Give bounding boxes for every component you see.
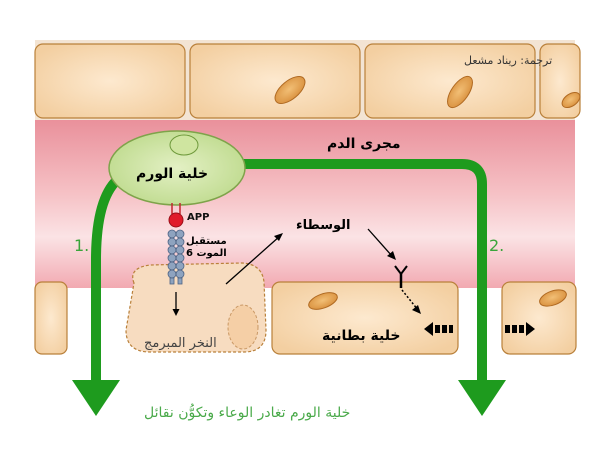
arrow-path-2 [242, 159, 487, 384]
arrow-head-1 [72, 380, 120, 416]
arrow-path-1 [91, 176, 121, 384]
nucleus [561, 91, 581, 109]
nucleus [308, 292, 338, 310]
step-1-label: 1. [74, 236, 90, 255]
endothelial-cell-label: خلية بطانية [322, 328, 401, 344]
tumor-cell [108, 130, 246, 206]
blood-lumen [35, 118, 575, 288]
nucleus [274, 76, 306, 104]
arrow-to-receptor [367, 228, 393, 257]
tumor-nucleus [169, 134, 199, 156]
translation-credit: ترجمة: ريناد مشعل [464, 54, 553, 67]
extravasation-arrows [72, 159, 506, 416]
junction-opening-arrows [424, 322, 535, 336]
top-vessel-wall [34, 40, 581, 120]
nucleus [539, 289, 567, 307]
nucleus [447, 75, 473, 109]
endothelial-cell-bottom [34, 281, 68, 355]
bloodstream-label: مجرى الدم [327, 136, 401, 152]
death-receptor-label-1: مستقبل [186, 236, 227, 247]
tumor-cell-label: خلية الورم [136, 166, 209, 182]
death-receptor-6 [167, 229, 185, 285]
arrow-to-mediators [225, 235, 281, 285]
necrotic-cell [125, 262, 267, 353]
step-2-label: 2. [489, 236, 505, 255]
endothelial-cell-top [364, 43, 536, 119]
app-label: APP [187, 212, 210, 223]
app-protein [168, 212, 184, 228]
receptor-complex [167, 203, 185, 285]
programmed-necrosis-label: النخر المبرمج [144, 336, 217, 351]
endothelial-receptor [394, 265, 421, 314]
death-receptor-label-2: الموت 6 [186, 248, 227, 259]
caption: خلية الورم تغادر الوعاء وتكوُّن نقائل [144, 405, 351, 421]
bottom-vessel-wall [34, 281, 577, 355]
mediators-label: الوسطاء [296, 218, 351, 233]
endothelial-cell-top [189, 43, 361, 119]
endothelial-cell-top [34, 43, 186, 119]
signal-arrows [172, 228, 396, 316]
arrow-head-2 [458, 380, 506, 416]
